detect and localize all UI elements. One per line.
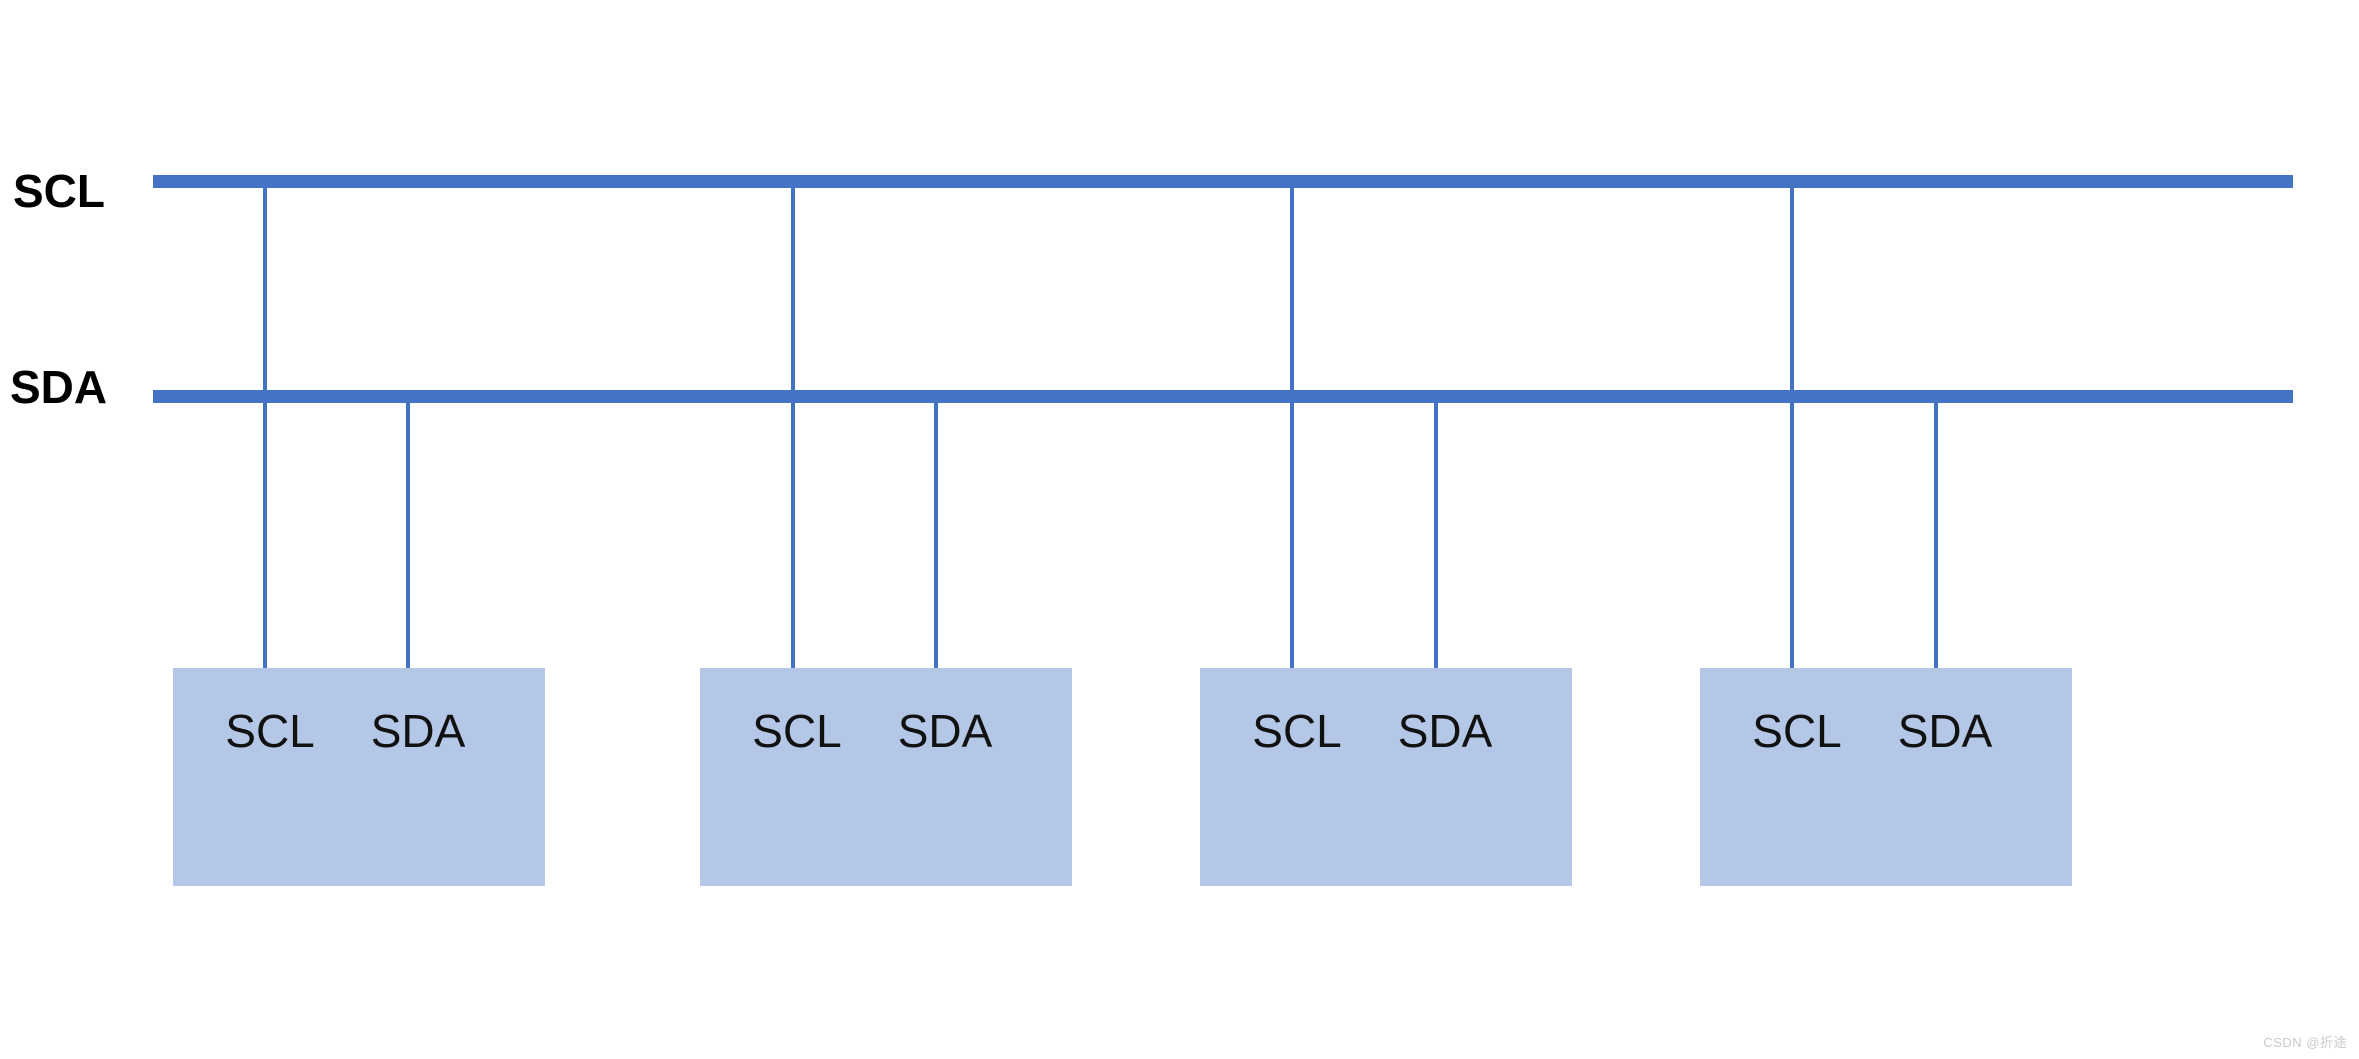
device1-pin-label-scl: SCL — [225, 705, 315, 757]
device3-pin-label-sda: SDA — [1397, 705, 1493, 757]
device4-pin-label-scl: SCL — [1752, 705, 1842, 757]
sda-bus-label: SDA — [10, 361, 108, 413]
sda-bus-wire — [153, 390, 2293, 403]
device-box-2: SCL SDA — [700, 668, 1072, 886]
device2-pin-label-sda: SDA — [897, 705, 993, 757]
device2-sda-drop-wire — [934, 396, 938, 668]
device1-pin-label-sda: SDA — [370, 705, 466, 757]
device4-sda-drop-wire — [1934, 396, 1938, 668]
device3-sda-drop-wire — [1434, 396, 1438, 668]
device1-scl-drop-wire — [263, 181, 267, 668]
device2-scl-drop-wire — [791, 181, 795, 668]
device3-scl-drop-wire — [1290, 181, 1294, 668]
scl-bus-wire — [153, 175, 2293, 188]
device3-pin-label-scl: SCL — [1252, 705, 1342, 757]
device4-pin-label-sda: SDA — [1897, 705, 1993, 757]
device-box-3: SCL SDA — [1200, 668, 1572, 886]
scl-bus-label: SCL — [13, 165, 105, 217]
device2-pin-label-scl: SCL — [752, 705, 842, 757]
device4-scl-drop-wire — [1790, 181, 1794, 668]
device-box-4: SCL SDA — [1700, 668, 2072, 886]
watermark: CSDN @折途 — [2263, 1035, 2347, 1050]
device-box-1: SCL SDA — [173, 668, 545, 886]
device1-sda-drop-wire — [406, 396, 410, 668]
